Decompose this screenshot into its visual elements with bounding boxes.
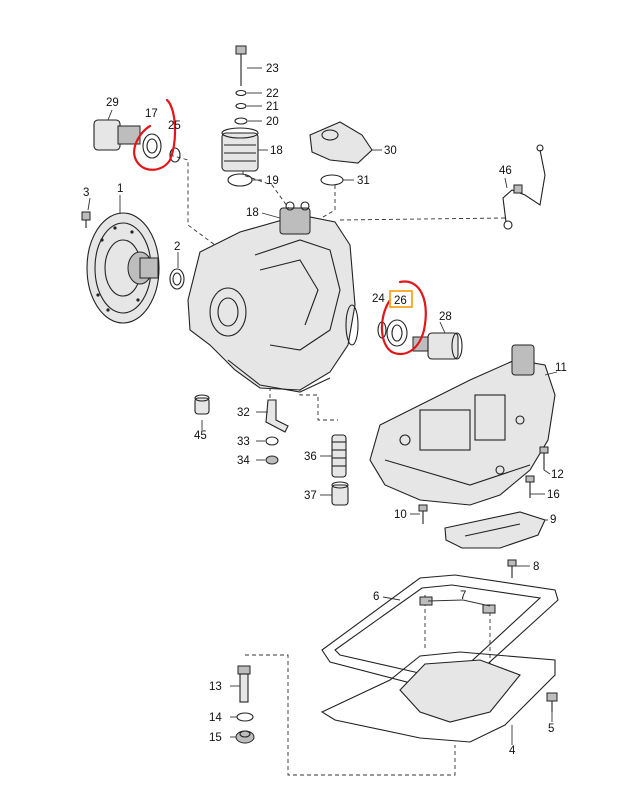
torque-converter xyxy=(86,212,160,324)
transmission-housing xyxy=(187,201,359,393)
part-3-bolt xyxy=(81,211,91,228)
part-6-gasket xyxy=(321,574,559,689)
part-30-sensor xyxy=(309,121,373,164)
callout-30: 30 xyxy=(384,145,397,157)
callout-14: 14 xyxy=(209,712,222,724)
part-37-piston xyxy=(331,481,349,506)
part-31-oring xyxy=(320,174,344,186)
callout-13: 13 xyxy=(209,681,222,693)
part-46-pipe xyxy=(502,144,546,230)
part-36-spring xyxy=(331,434,347,478)
callout-12: 12 xyxy=(551,469,564,481)
callout-34: 34 xyxy=(237,455,250,467)
callout-labels: 1 2 3 4 5 6 7 8 9 10 11 12 13 14 15 16 1… xyxy=(83,63,567,757)
callout-29: 29 xyxy=(106,97,119,109)
part-15-nut xyxy=(235,730,255,744)
callout-9: 9 xyxy=(550,514,556,526)
part-16-bolt xyxy=(525,475,535,498)
callout-15: 15 xyxy=(209,732,222,744)
callout-18-housing: 18 xyxy=(246,207,259,219)
callout-23: 23 xyxy=(266,63,279,75)
callout-18-top: 18 xyxy=(270,145,283,157)
callout-32: 32 xyxy=(237,407,250,419)
callout-22: 22 xyxy=(266,88,279,100)
part-8-bolt xyxy=(507,559,517,578)
part-5-drain-plug xyxy=(546,692,558,712)
callout-33: 33 xyxy=(237,436,250,448)
part-28-flange xyxy=(412,332,463,360)
part-19-oring xyxy=(227,173,253,187)
callout-28: 28 xyxy=(439,311,452,323)
part-10-bolt xyxy=(418,504,428,524)
callout-2: 2 xyxy=(174,241,180,253)
callout-10: 10 xyxy=(394,509,407,521)
leader-lines xyxy=(87,67,558,745)
callout-5: 5 xyxy=(548,723,554,735)
part-34-nut xyxy=(265,455,279,465)
callout-1: 1 xyxy=(117,183,123,195)
red-circle-markup-left xyxy=(133,98,177,171)
part-2-seal xyxy=(169,268,185,290)
parts-20-22-washers xyxy=(234,89,248,125)
callout-21: 21 xyxy=(266,101,279,113)
callout-46: 46 xyxy=(499,165,512,177)
part-33-washer xyxy=(265,436,279,446)
callout-3: 3 xyxy=(83,187,89,199)
part-32-bracket xyxy=(265,399,289,433)
callout-37: 37 xyxy=(304,490,317,502)
callout-8: 8 xyxy=(533,561,539,573)
callout-26: 26 xyxy=(394,295,407,307)
part-29-flange xyxy=(93,119,181,163)
callout-24: 24 xyxy=(372,293,385,305)
part-14-washer xyxy=(236,712,254,722)
callout-25: 25 xyxy=(168,120,181,132)
callout-7: 7 xyxy=(460,590,466,602)
part-45-plug xyxy=(194,394,210,415)
callout-19: 19 xyxy=(266,175,279,187)
callout-45: 45 xyxy=(194,430,207,442)
highlight-box-26 xyxy=(389,290,413,308)
callout-4: 4 xyxy=(509,745,516,757)
callout-16: 16 xyxy=(547,489,560,501)
red-circle-markup-right xyxy=(380,280,427,356)
part-18-filter xyxy=(221,127,259,172)
part-13-bolt xyxy=(237,665,251,703)
callout-36: 36 xyxy=(304,451,317,463)
part-23-bolt xyxy=(235,45,247,86)
part-9-filter xyxy=(444,511,546,549)
callout-17: 17 xyxy=(145,108,158,120)
callout-6: 6 xyxy=(373,591,379,603)
part-12-bolt xyxy=(539,446,549,470)
callout-11: 11 xyxy=(555,362,567,374)
callout-20: 20 xyxy=(266,116,279,128)
part-4-oil-pan xyxy=(320,651,556,743)
callout-31: 31 xyxy=(357,175,370,187)
part-11-valve-body xyxy=(369,344,556,506)
